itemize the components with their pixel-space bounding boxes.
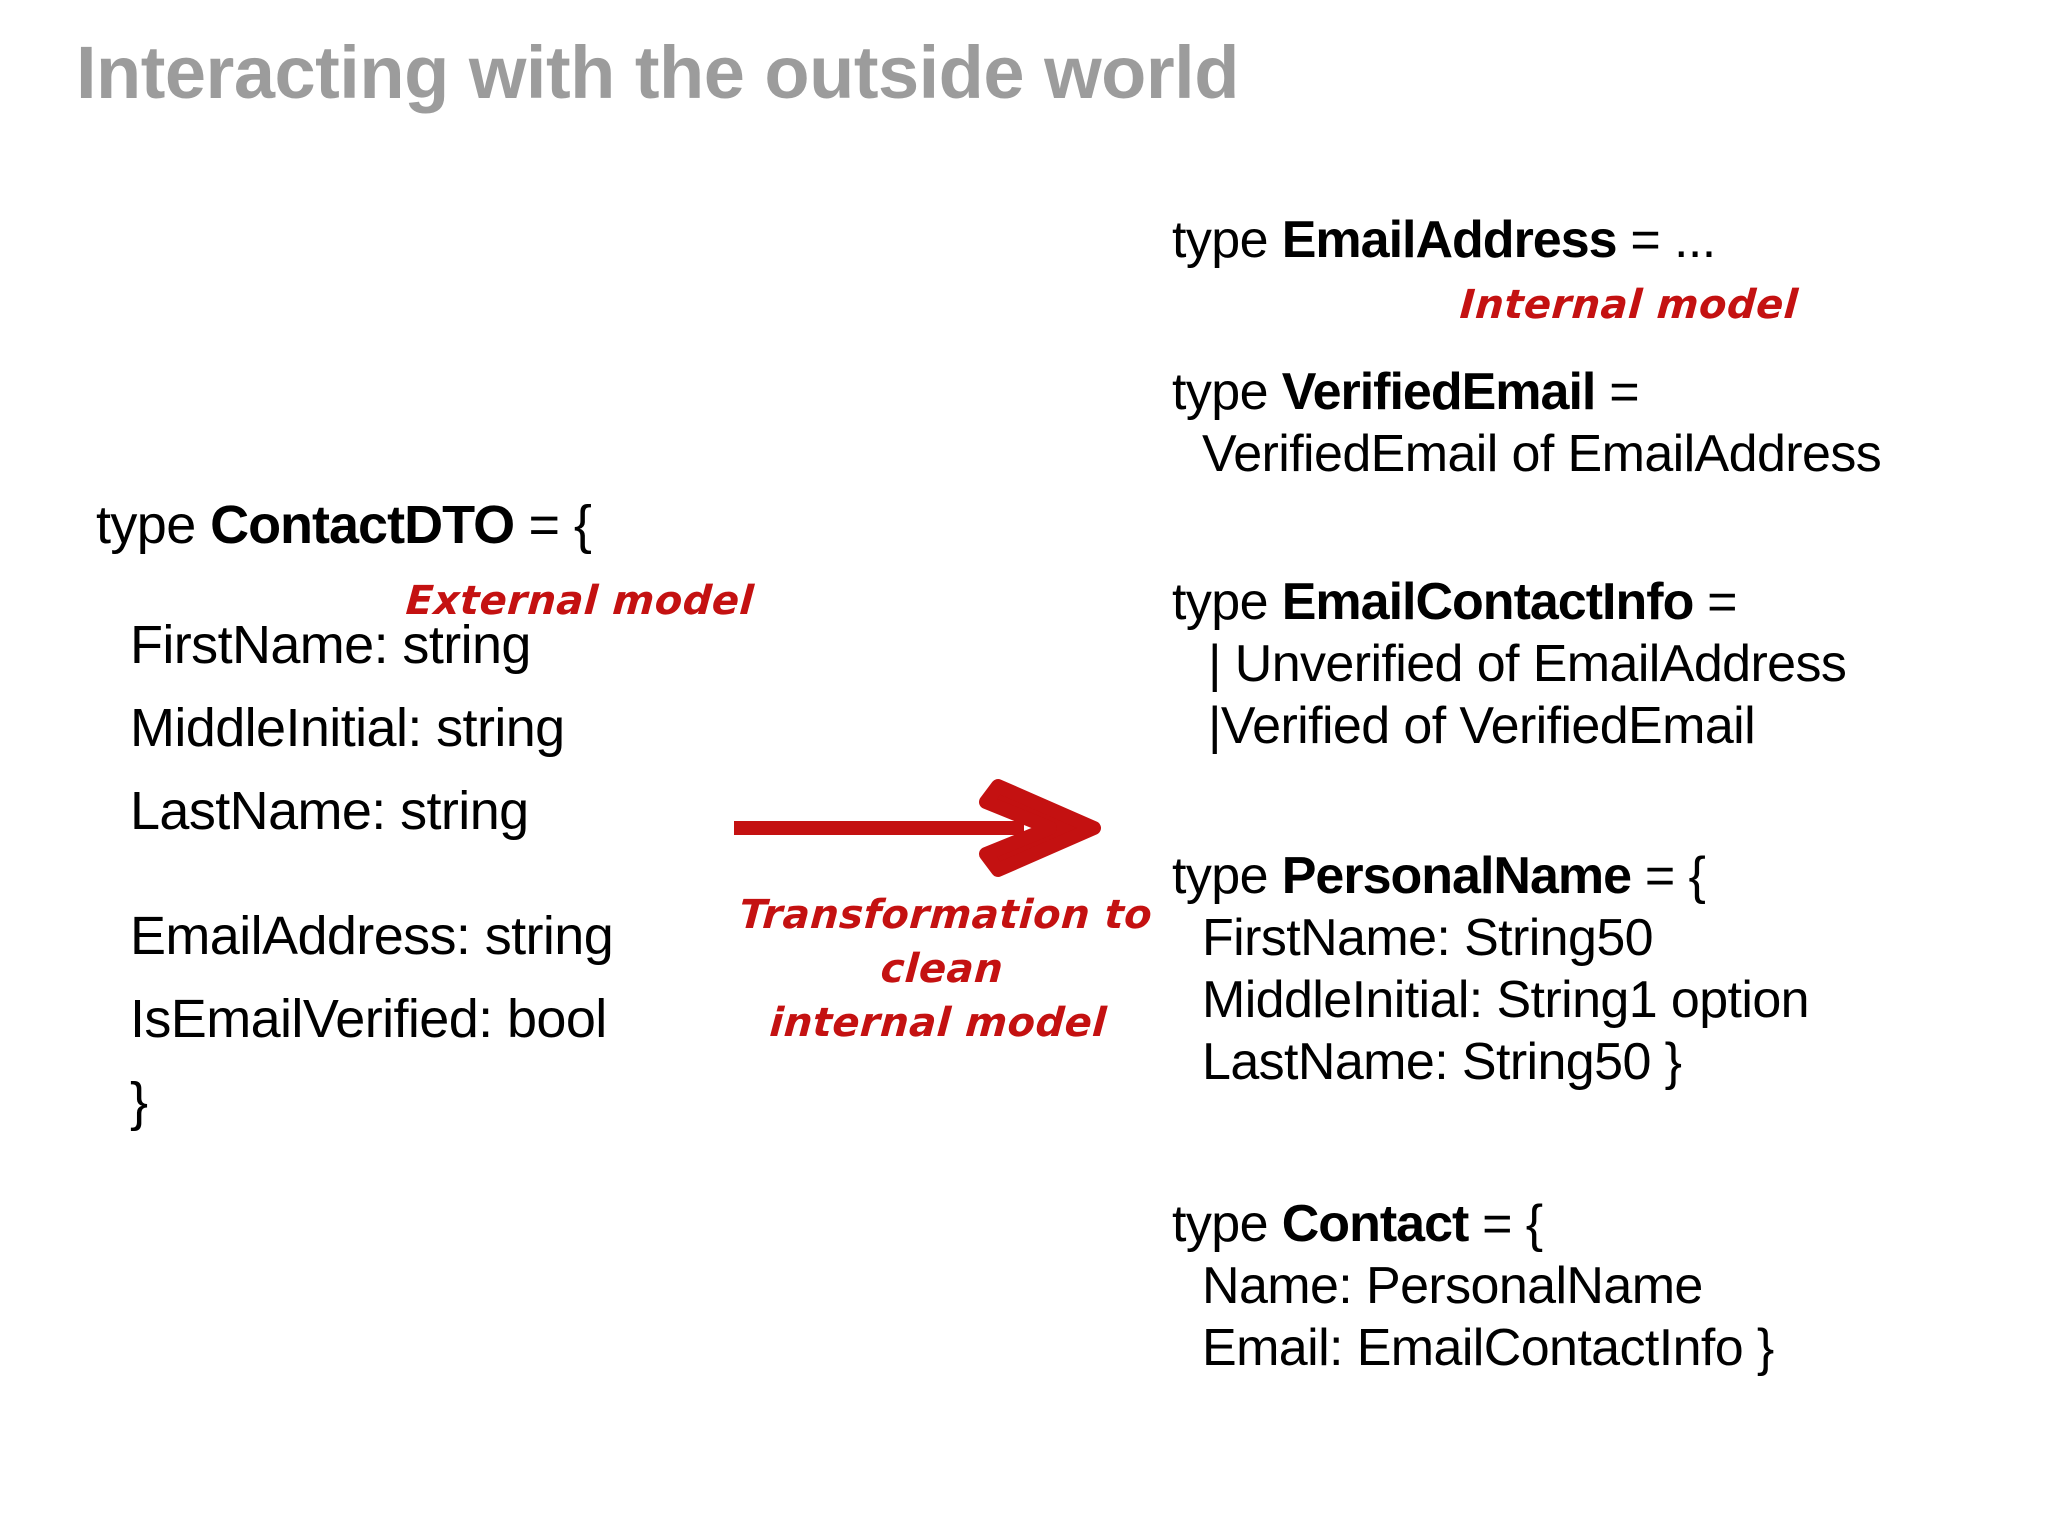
external-model-block: type ContactDTO = { FirstName: string Mi… [96, 498, 856, 1158]
type-group-emailaddress: type EmailAddress = ... [1172, 214, 1716, 276]
closing-brace: } [130, 1072, 148, 1132]
type-keyword: type [1172, 363, 1282, 421]
type-group-personalname: type PersonalName = { FirstName: String5… [1172, 850, 1810, 1098]
type-name-emailaddress: EmailAddress [1281, 211, 1618, 269]
type-declaration: type EmailContactInfo = [1172, 576, 1846, 628]
type-body-line: VerifiedEmail of EmailAddress [1202, 425, 1882, 483]
type-name-personalname: PersonalName [1281, 847, 1632, 905]
type-keyword: type [1172, 573, 1282, 631]
type-declaration-tail: = { [1468, 1195, 1543, 1253]
field-row: FirstName: string [130, 615, 531, 675]
page-title: Interacting with the outside world [76, 31, 1239, 114]
field-row: MiddleInitial: string [130, 698, 565, 758]
type-header-tail: = { [514, 495, 592, 555]
annotation-external-model: External model [404, 578, 756, 624]
record-field-line: Email: EmailContactInfo } [1202, 1319, 1774, 1377]
record-field-line: FirstName: String50 [1202, 909, 1654, 967]
type-declaration-tail: = { [1631, 847, 1706, 905]
type-keyword: type [1172, 211, 1282, 269]
type-keyword: type [1172, 1195, 1282, 1253]
type-group-emailcontactinfo: type EmailContactInfo = | Unverified of … [1172, 576, 1847, 762]
annotation-internal-model: Internal model [1458, 282, 1800, 328]
type-name-verifiedemail: VerifiedEmail [1281, 363, 1597, 421]
type-name-contact: Contact [1281, 1195, 1470, 1253]
record-field-line: MiddleInitial: String1 option [1202, 971, 1810, 1029]
field-row: LastName: string [130, 781, 529, 841]
external-model-fields: FirstName: string MiddleInitial: string … [130, 618, 856, 1129]
annotation-transformation-line2: internal model [768, 1000, 1109, 1046]
field-row: IsEmailVerified: bool [130, 989, 607, 1049]
union-case-line: | Unverified of EmailAddress [1208, 635, 1847, 693]
type-declaration: type VerifiedEmail = [1172, 366, 1881, 418]
type-declaration-tail: = [1595, 363, 1639, 421]
record-field-line: LastName: String50 } [1202, 1033, 1682, 1091]
type-keyword: type [1172, 847, 1282, 905]
type-name-contactdto: ContactDTO [210, 495, 515, 555]
type-group-verifiedemail: type VerifiedEmail = VerifiedEmail of Em… [1172, 366, 1882, 490]
type-group-contact: type Contact = { Name: PersonalName Emai… [1172, 1198, 1774, 1384]
type-declaration: type Contact = { [1172, 1198, 1774, 1250]
right-arrow-icon [734, 779, 1101, 877]
union-case-line: |Verified of VerifiedEmail [1208, 697, 1756, 755]
external-model-header: type ContactDTO = { [96, 498, 856, 552]
type-declaration: type PersonalName = { [1172, 850, 1809, 902]
type-declaration: type EmailAddress = ... [1172, 214, 1716, 266]
field-row: EmailAddress: string [130, 906, 614, 966]
type-declaration-tail: = [1693, 573, 1737, 631]
type-declaration-tail: = ... [1616, 211, 1716, 269]
annotation-transformation: Transformation to clean internal model [676, 888, 1207, 1050]
record-field-line: Name: PersonalName [1202, 1257, 1703, 1315]
annotation-transformation-line1: Transformation to clean [737, 892, 1154, 992]
type-name-emailcontactinfo: EmailContactInfo [1281, 573, 1695, 631]
type-keyword: type [96, 495, 211, 555]
